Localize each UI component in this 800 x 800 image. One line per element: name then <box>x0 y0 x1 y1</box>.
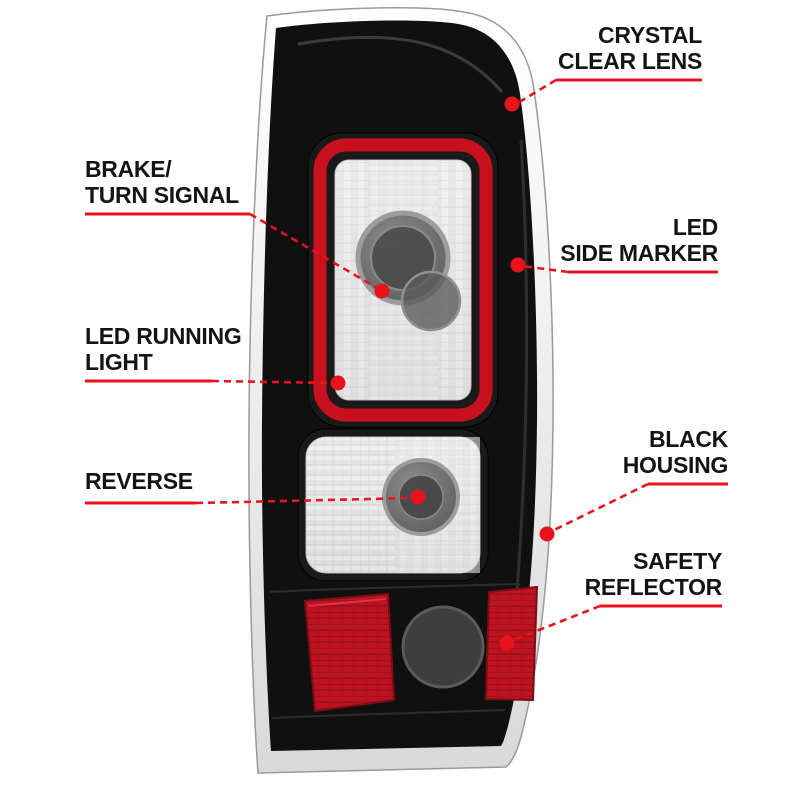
callout-dot-led-running-light <box>330 375 346 391</box>
callout-label-crystal-clear-lens: CRYSTAL CLEAR LENS <box>558 22 702 74</box>
callout-lines <box>85 78 728 643</box>
callout-label-safety-reflector: SAFETY REFLECTOR <box>584 548 723 600</box>
reflector-section <box>269 583 539 719</box>
brake-turn-signal-section <box>307 132 499 428</box>
housing-side-highlight <box>510 139 529 651</box>
turn-bulb-circle <box>400 270 462 332</box>
housing-top-highlight <box>297 35 504 93</box>
callout-dot-black-housing <box>539 526 555 542</box>
callout-dot-crystal-clear-lens <box>504 96 520 112</box>
leader-crystal-clear-lens <box>515 78 557 106</box>
leader-safety-reflector <box>510 604 601 643</box>
callout-label-brake-turn-signal: BRAKE/ TURN SIGNAL <box>85 156 239 208</box>
bottom-socket-circle <box>401 605 485 689</box>
reverse-section <box>297 428 489 582</box>
callout-label-black-housing: BLACK HOUSING <box>622 426 729 478</box>
leader-led-running-light <box>211 379 335 385</box>
callout-label-led-running-light: LED RUNNING LIGHT <box>85 323 242 375</box>
leader-led-side-marker <box>521 264 569 274</box>
leader-brake-turn-signal <box>249 212 380 291</box>
callout-dot-led-side-marker <box>510 257 526 273</box>
callout-dots <box>330 96 555 651</box>
led-tube-ring <box>313 138 493 422</box>
leader-black-housing <box>549 482 649 534</box>
callout-dot-safety-reflector <box>499 635 515 651</box>
callout-label-reverse: REVERSE <box>85 468 193 494</box>
reflector-left <box>303 592 396 713</box>
leader-reverse <box>195 496 415 505</box>
callout-dot-reverse <box>410 489 426 505</box>
callout-label-led-side-marker: LED SIDE MARKER <box>560 214 718 266</box>
callout-dot-brake-turn-signal <box>374 283 390 299</box>
